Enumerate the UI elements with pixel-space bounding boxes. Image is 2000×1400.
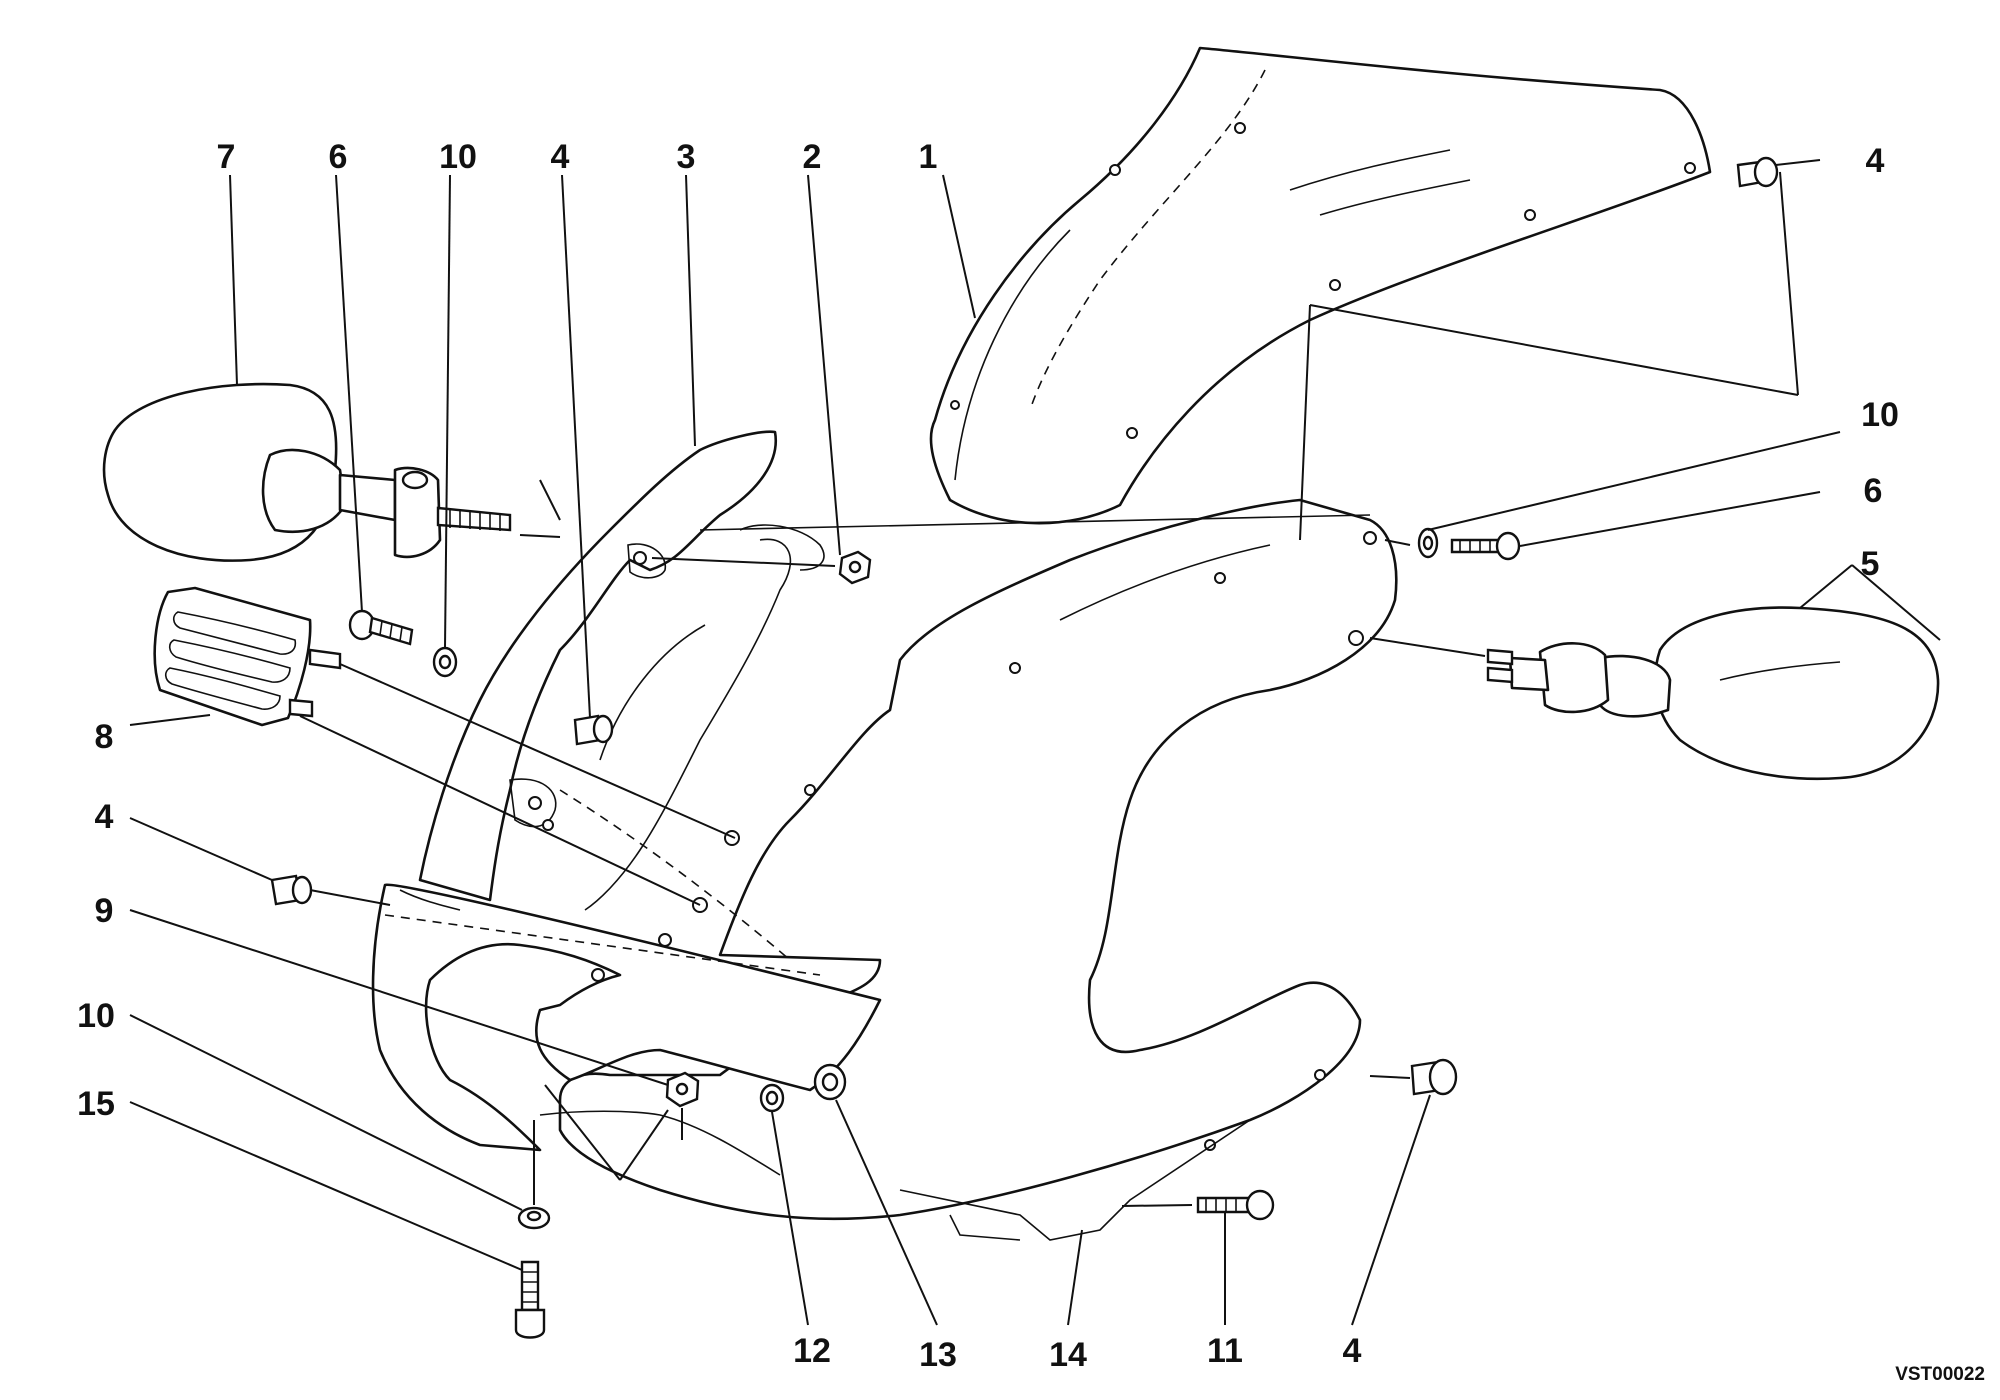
callout-10-right: 10 (1861, 396, 1899, 434)
callout-10-top: 10 (439, 138, 477, 176)
drawing-code: VST00022 (1895, 1364, 1985, 1385)
reflector-part (153, 586, 342, 727)
screw-6-right (1450, 531, 1521, 561)
bush-4-lower-right (1410, 1058, 1458, 1096)
callout-2: 2 (803, 138, 822, 176)
right-mirror-part (1486, 606, 1940, 781)
callout-6-right: 6 (1864, 472, 1883, 510)
nut-2 (838, 550, 872, 585)
callout-8: 8 (95, 718, 114, 756)
screw-11 (1196, 1189, 1275, 1221)
washer-10-left (432, 646, 458, 678)
callout-4-top-mid: 4 (551, 138, 570, 176)
screw-6-left (348, 609, 414, 646)
callout-15: 15 (77, 1085, 115, 1123)
callout-10-left: 10 (77, 997, 115, 1035)
callout-5: 5 (1861, 545, 1880, 583)
grommet-13 (813, 1063, 847, 1101)
callout-6-top: 6 (329, 138, 348, 176)
callout-1: 1 (919, 138, 938, 176)
washer-10-right (1417, 527, 1439, 559)
screw-15 (514, 1260, 546, 1339)
bush-4-upper-mid (573, 714, 614, 746)
callout-12: 12 (793, 1332, 831, 1370)
callout-13: 13 (919, 1336, 957, 1374)
washer-10-bottom-left (517, 1206, 551, 1230)
callout-14: 14 (1049, 1336, 1087, 1374)
callout-4-left: 4 (95, 798, 114, 836)
nut-9 (665, 1071, 700, 1108)
main-fairing-part (371, 498, 1398, 1241)
inner-bracket-part (418, 430, 778, 902)
left-mirror-part (102, 382, 512, 562)
callout-11: 11 (1207, 1332, 1243, 1370)
callout-4-top-right: 4 (1866, 142, 1885, 180)
bush-4-top-right (1736, 156, 1779, 188)
callout-9: 9 (95, 892, 114, 930)
leader-lines (129, 159, 1941, 1326)
windscreen-part (929, 46, 1712, 525)
clip-12 (759, 1083, 785, 1113)
callout-4-bottom: 4 (1343, 1332, 1362, 1370)
callout-labels: 1 2 3 4 10 6 7 4 10 6 5 8 4 9 10 15 12 1… (77, 138, 1985, 1385)
bush-4-left (270, 874, 313, 906)
callout-7: 7 (217, 138, 236, 176)
callout-3: 3 (677, 138, 696, 176)
